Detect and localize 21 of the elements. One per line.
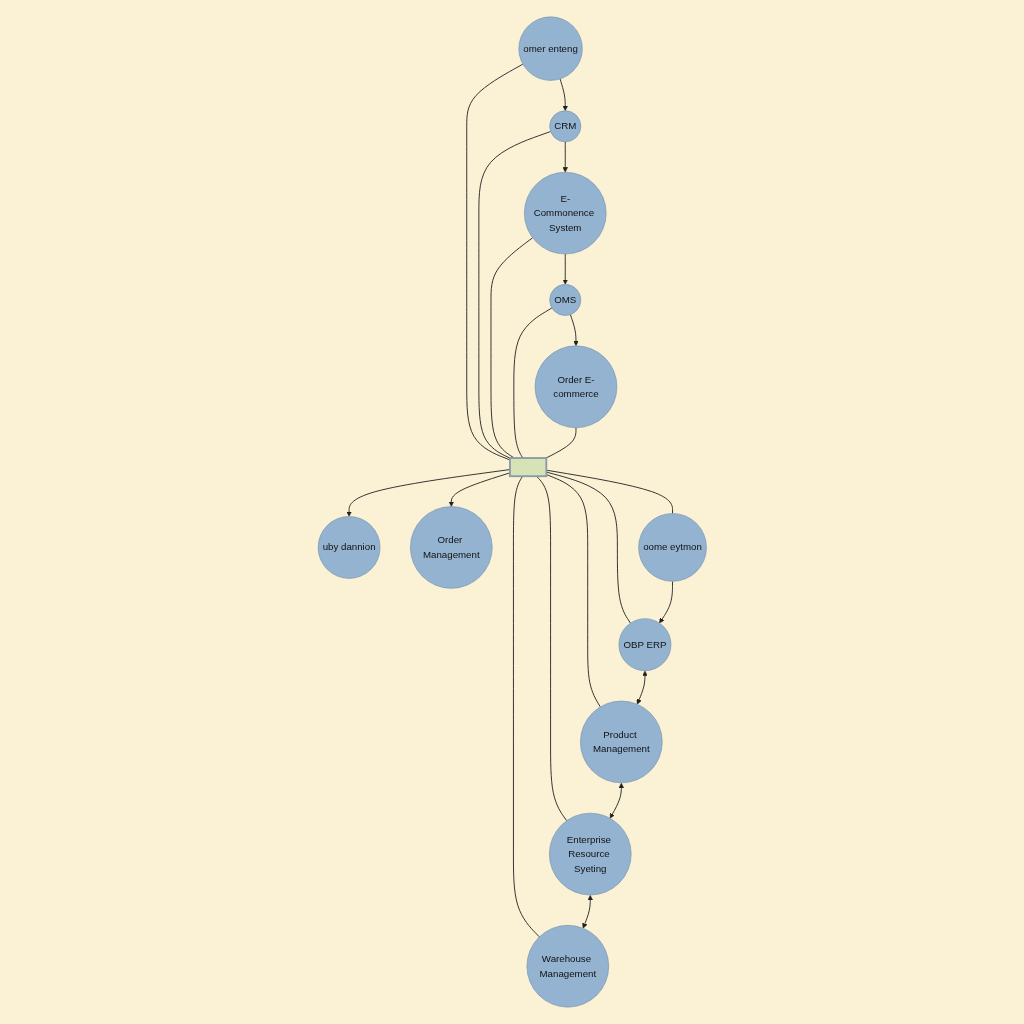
node-circle: E-Commonence System	[523, 171, 607, 255]
node-circle: oome eytmon	[638, 513, 707, 582]
node-circle: OBP ERP	[618, 618, 671, 671]
node-circle: Warehouse Management	[526, 925, 609, 1008]
connector	[478, 131, 551, 459]
node-circle: omer enteng	[518, 16, 583, 81]
connector	[545, 474, 601, 708]
connector	[466, 63, 523, 461]
connector	[512, 475, 540, 938]
node-circle: Order Management	[409, 506, 493, 589]
connector	[535, 475, 567, 822]
connector	[513, 307, 553, 459]
node-circle: OMS	[549, 284, 581, 316]
node-circle: uby dannion	[317, 516, 381, 579]
node-circle: Enterprise Resource Syeting	[548, 812, 632, 896]
node-box	[508, 457, 547, 478]
node-circle: CRM	[549, 110, 581, 143]
connector	[490, 237, 533, 459]
node-circle: Order E-commerce	[534, 345, 617, 428]
connector	[545, 427, 577, 459]
node-circle: Product Management	[579, 700, 663, 784]
